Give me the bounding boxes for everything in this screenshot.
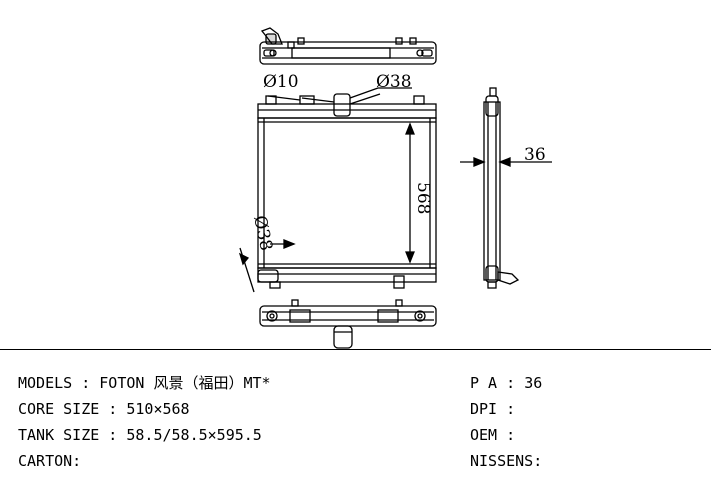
bottom-tank-view bbox=[259, 299, 437, 349]
tank-size-label: TANK SIZE bbox=[18, 426, 100, 444]
carton-row: CARTON: bbox=[18, 452, 81, 471]
core-size-label: CORE SIZE bbox=[18, 400, 100, 418]
oem-row: OEM : bbox=[470, 426, 516, 444]
pa-value: 36 bbox=[524, 374, 543, 392]
tank-size-value: 58.5/58.5×595.5 bbox=[126, 426, 262, 444]
pa-row: P A : 36 bbox=[470, 374, 543, 392]
models-value: FOTON 风景（福田）MT* bbox=[99, 374, 271, 392]
lower-hose-dimension: Ø38 bbox=[249, 214, 276, 253]
core-size-value: 510×568 bbox=[126, 400, 190, 418]
nissens-row: NISSENS: bbox=[470, 452, 542, 471]
models-label: MODELS bbox=[18, 374, 73, 392]
tank-size-row: TANK SIZE : 58.5/58.5×595.5 bbox=[18, 426, 262, 444]
dpi-label: DPI bbox=[470, 400, 498, 418]
pa-label: P A bbox=[470, 374, 498, 392]
core-height-dimension: 568 bbox=[413, 182, 433, 214]
section-divider bbox=[0, 349, 711, 350]
radiator-technical-drawing: Ø10 Ø38 Ø38 568 36 bbox=[238, 27, 552, 349]
side-view bbox=[460, 87, 552, 289]
dpi-row: DPI : bbox=[470, 400, 516, 418]
nissens-label: NISSENS: bbox=[470, 452, 543, 470]
models-row: MODELS : FOTON 风景（福田）MT* bbox=[18, 374, 271, 392]
upper-hose-dimension: Ø38 bbox=[376, 72, 412, 92]
oem-label: OEM bbox=[470, 426, 498, 444]
carton-label: CARTON: bbox=[18, 452, 82, 470]
core-size-row: CORE SIZE : 510×568 bbox=[18, 400, 190, 418]
inlet-pipe-dimension: Ø10 bbox=[263, 72, 299, 92]
front-view bbox=[238, 87, 437, 293]
core-thickness-dimension: 36 bbox=[524, 145, 546, 165]
top-tank-view bbox=[259, 27, 437, 65]
